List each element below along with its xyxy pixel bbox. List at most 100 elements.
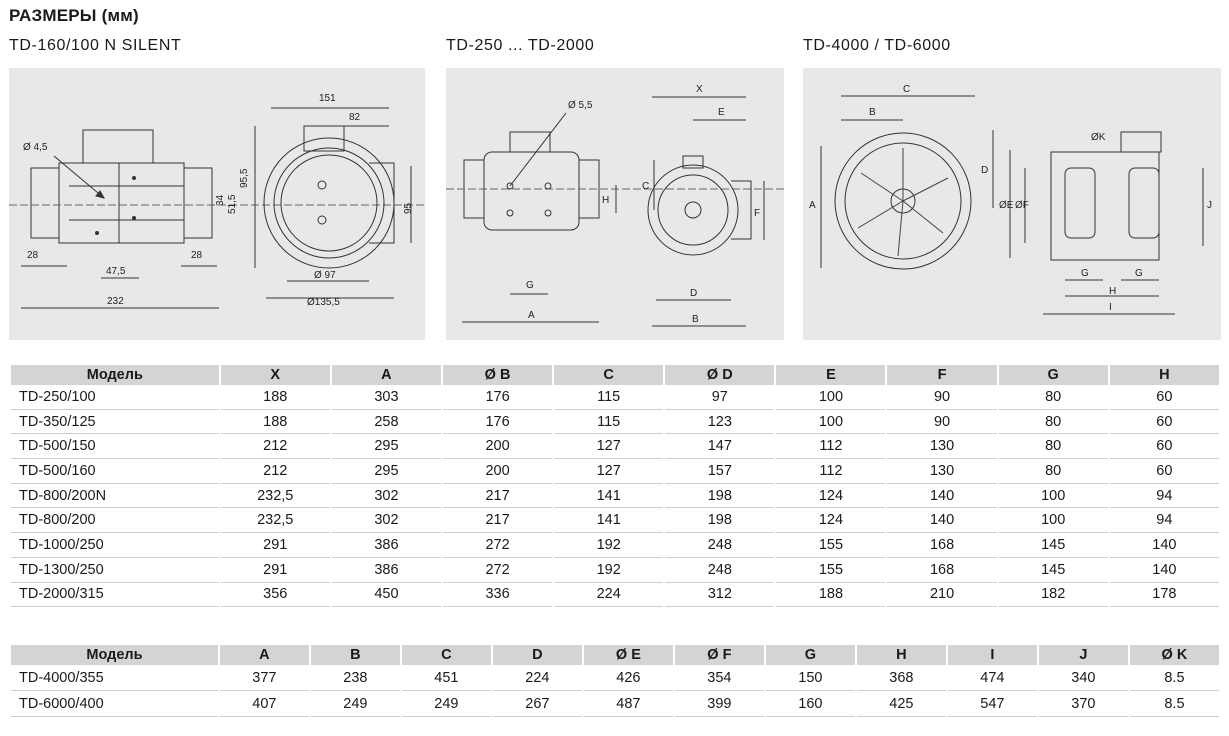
value-cell: 97	[665, 385, 775, 410]
value-cell: 115	[554, 410, 664, 435]
value-cell: 212	[220, 459, 330, 484]
dim-g3b: G	[1135, 268, 1143, 279]
subtitle-td250-2000: TD-250 ... TD-2000	[446, 37, 595, 54]
value-cell: 451	[401, 665, 491, 691]
column-header: C	[401, 645, 491, 665]
value-cell: 547	[947, 691, 1037, 717]
value-cell: 100	[776, 385, 886, 410]
model-cell: TD-800/200N	[11, 484, 219, 509]
value-cell: 487	[583, 691, 673, 717]
column-header: Ø E	[583, 645, 673, 665]
dim-515: 51,5	[227, 194, 238, 214]
value-cell: 212	[220, 434, 330, 460]
value-cell: 141	[554, 484, 664, 509]
model-cell: TD-1300/250	[11, 558, 219, 583]
value-cell: 312	[665, 583, 775, 608]
value-cell: 188	[220, 385, 330, 410]
value-cell: 60	[1109, 385, 1219, 410]
dim-d1355: Ø135,5	[307, 297, 340, 308]
value-cell: 302	[331, 484, 441, 509]
column-header: Ø D	[665, 365, 775, 385]
dim-c: C	[642, 181, 649, 192]
subtitle-td160: TD-160/100 N SILENT	[9, 37, 182, 54]
model-cell: TD-6000/400	[11, 691, 218, 717]
value-cell: 377	[219, 665, 309, 691]
value-cell: 100	[998, 484, 1108, 509]
value-cell: 295	[331, 459, 441, 484]
subtitle-td4000-6000: TD-4000 / TD-6000	[803, 37, 951, 54]
value-cell: 295	[331, 434, 441, 460]
value-cell: 80	[998, 410, 1108, 435]
value-cell: 112	[776, 459, 886, 484]
model-cell: TD-1000/250	[11, 533, 219, 558]
dim-d3: D	[981, 165, 988, 176]
value-cell: 249	[310, 691, 400, 717]
value-cell: 368	[856, 665, 946, 691]
value-cell: 232,5	[220, 508, 330, 534]
value-cell: 123	[665, 410, 775, 435]
value-cell: 217	[442, 484, 553, 509]
column-header: Ø B	[442, 365, 553, 385]
value-cell: 145	[998, 558, 1108, 583]
dim-e3: ØE	[999, 200, 1014, 211]
value-cell: 90	[887, 410, 997, 435]
value-cell: 267	[492, 691, 582, 717]
column-header: Ø K	[1129, 645, 1219, 665]
column-header: E	[776, 365, 886, 385]
value-cell: 198	[665, 484, 775, 509]
dim-h: H	[602, 195, 609, 206]
model-cell: TD-500/160	[11, 459, 219, 484]
value-cell: 258	[331, 410, 441, 435]
value-cell: 200	[442, 434, 553, 460]
drawing-td4000-6000: C B A D ØK ØE ØF J G G H I	[803, 68, 1221, 340]
dim-c3: C	[903, 84, 910, 95]
value-cell: 141	[554, 508, 664, 534]
value-cell: 188	[776, 583, 886, 608]
model-cell: TD-4000/355	[11, 665, 218, 691]
value-cell: 60	[1109, 410, 1219, 435]
value-cell: 8.5	[1129, 691, 1219, 717]
value-cell: 176	[442, 410, 553, 435]
value-cell: 130	[887, 459, 997, 484]
model-cell: TD-800/200	[11, 508, 219, 534]
value-cell: 176	[442, 385, 553, 410]
value-cell: 80	[998, 385, 1108, 410]
value-cell: 217	[442, 508, 553, 534]
value-cell: 354	[674, 665, 764, 691]
dim-a3: A	[809, 200, 816, 211]
column-header: H	[1109, 365, 1219, 385]
column-header: X	[220, 365, 330, 385]
value-cell: 426	[583, 665, 673, 691]
value-cell: 407	[219, 691, 309, 717]
value-cell: 248	[665, 558, 775, 583]
dim-151: 151	[319, 93, 336, 104]
value-cell: 386	[331, 558, 441, 583]
dim-j3: J	[1207, 200, 1212, 211]
value-cell: 80	[998, 459, 1108, 484]
dim-28a: 28	[27, 250, 39, 261]
value-cell: 232,5	[220, 484, 330, 509]
dim-d55: Ø 5,5	[568, 100, 593, 111]
value-cell: 155	[776, 558, 886, 583]
column-header: J	[1038, 645, 1128, 665]
dim-28b: 28	[191, 250, 203, 261]
value-cell: 168	[887, 558, 997, 583]
model-cell: TD-350/125	[11, 410, 219, 435]
column-header: G	[765, 645, 855, 665]
page-title: РАЗМЕРЫ (мм)	[9, 6, 139, 25]
value-cell: 160	[765, 691, 855, 717]
drawing-td160: Ø 4,5 28 47,5 28 232 151 82 95,5 34 51,5…	[9, 68, 425, 340]
value-cell: 224	[554, 583, 664, 608]
value-cell: 210	[887, 583, 997, 608]
value-cell: 200	[442, 459, 553, 484]
dim-232: 232	[107, 296, 124, 307]
dim-f3: ØF	[1015, 200, 1029, 211]
column-header: Модель	[11, 645, 218, 665]
value-cell: 127	[554, 434, 664, 460]
